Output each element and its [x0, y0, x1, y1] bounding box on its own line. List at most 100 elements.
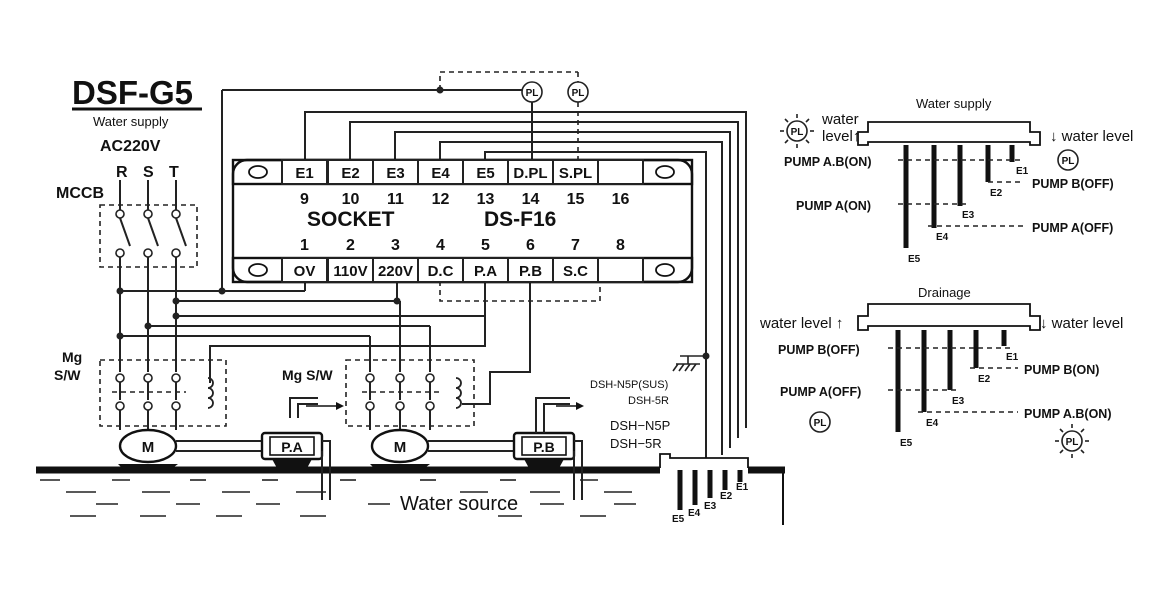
drainage-panel-title: Drainage [918, 285, 971, 300]
mag-switch-2 [345, 359, 475, 427]
pl-lit-icon-drain-label: PL [1066, 437, 1079, 448]
socket-top-number: 14 [522, 191, 540, 208]
pump-b: P.B [512, 431, 576, 470]
socket-top-number: 12 [432, 191, 450, 208]
socket-bottom-label: S.C [563, 263, 588, 280]
holder-sus-label: DSH-N5P(SUS) [590, 379, 668, 391]
socket-bottom-label: P.B [519, 263, 542, 280]
socket-top-number: 11 [387, 191, 404, 208]
socket-bottom-label: 220V [378, 263, 413, 280]
socket-bottom-number: 8 [616, 237, 625, 254]
socket-top-number: 13 [477, 191, 495, 208]
drain-label-b-on: PUMP B(ON) [1024, 363, 1099, 377]
supply-e1: E1 [1016, 166, 1029, 177]
well-e1-label: E1 [736, 482, 749, 493]
socket-bottom-cell [552, 257, 599, 283]
drain-label-a-off: PUMP A(OFF) [780, 385, 861, 399]
phase-r-label: R [116, 164, 128, 181]
supply-label-a-on: PUMP A(ON) [796, 199, 871, 213]
diagram-title: DSF-G5 [72, 74, 193, 111]
socket-bottom-label: OV [294, 263, 316, 280]
socket-bottom-number: 2 [346, 237, 355, 254]
drain-e4: E4 [926, 418, 939, 429]
supply-label: Water supply [93, 114, 169, 129]
socket-top-cell [462, 159, 509, 185]
socket-top-cell [552, 159, 599, 185]
supply-e5: E5 [908, 254, 921, 265]
pl-lamp-d: PL [521, 81, 543, 103]
well-e3-label: E3 [704, 501, 717, 512]
voltage-label: AC220V [100, 138, 161, 155]
socket-top-cell [507, 159, 554, 185]
motor-b-label: M [394, 439, 407, 456]
socket-bottom-cell [462, 257, 509, 283]
motor-b: M [370, 428, 430, 470]
pl-lamp-s: PL [567, 81, 589, 103]
supply-e2: E2 [990, 188, 1003, 199]
drain-e3: E3 [952, 396, 965, 407]
pl-off-icon: PL [1057, 149, 1079, 171]
socket-top-label: D.PL [513, 165, 547, 182]
drain-e5: E5 [900, 438, 913, 449]
water-source-waves [40, 479, 636, 517]
socket-bottom-number: 3 [391, 237, 400, 254]
socket-top-label: S.PL [559, 165, 592, 182]
pl-lamp-s-label: PL [572, 88, 585, 99]
socket-top-cell [281, 159, 328, 185]
mccb-breaker [99, 180, 198, 268]
pump-a: P.A [260, 431, 324, 470]
drain-water-down: ↓ water level [1040, 315, 1123, 332]
socket-title: SOCKET [307, 208, 395, 231]
well-e4-label: E4 [688, 508, 701, 519]
socket-bottom-number: 7 [571, 237, 580, 254]
supply-panel: Water supply E1 E2 E3 E4 E5 water level↑… [780, 96, 1133, 265]
socket-top-label: E5 [476, 165, 494, 182]
drain-label-ab-on: PUMP A.B(ON) [1024, 407, 1112, 421]
pl-off-icon-drain-label: PL [814, 418, 827, 429]
socket-bottom-cell [507, 257, 554, 283]
mgsw2-label: Mg S/W [282, 367, 333, 383]
pl-lit-icon-label: PL [791, 127, 804, 138]
socket-bottom-number: 4 [436, 237, 445, 254]
supply-label-a-off: PUMP A(OFF) [1032, 221, 1113, 235]
socket-top-number: 9 [300, 191, 309, 208]
electrode-holder: E5 E4 E3 E2 E1 [659, 453, 749, 525]
well-e5-label: E5 [672, 514, 685, 525]
supply-e3: E3 [962, 210, 975, 221]
holder-5r-label-b: DSH−5R [610, 436, 662, 451]
supply-e4: E4 [936, 232, 949, 243]
socket-bottom-label: D.C [428, 263, 454, 280]
socket-top-number: 16 [612, 191, 630, 208]
socket-bottom-number: 6 [526, 237, 535, 254]
socket-top-cell [417, 159, 464, 185]
pl-lit-icon-drain: PL [1055, 424, 1089, 458]
socket-bottom-number: 1 [300, 237, 309, 254]
socket-bottom-label: 110V [333, 263, 367, 280]
motor-a: M [118, 428, 178, 470]
pl-off-icon-label: PL [1062, 156, 1075, 167]
socket-top-number: 10 [342, 191, 360, 208]
phase-s-label: S [143, 164, 154, 181]
pl-lamp-d-label: PL [526, 88, 539, 99]
water-source-label: Water source [400, 493, 518, 515]
phase-t-label: T [169, 164, 179, 181]
mccb-label: MCCB [56, 185, 104, 202]
mgsw1-label-mg: Mg [62, 349, 82, 365]
supply-label-ab-on: PUMP A.B(ON) [784, 155, 872, 169]
drain-label-b-off: PUMP B(OFF) [778, 343, 860, 357]
supply-label-b-off: PUMP B(OFF) [1032, 177, 1114, 191]
mgsw1-label-sw: S/W [54, 367, 81, 383]
pump-a-label: P.A [281, 439, 303, 455]
holder-n5p-label: DSH−N5P [610, 418, 670, 433]
socket-top-label: E3 [386, 165, 404, 182]
socket-model: DS-F16 [484, 208, 556, 231]
drain-e2: E2 [978, 374, 991, 385]
socket-top-label: E1 [295, 165, 313, 182]
mag-switch-1 [99, 359, 227, 427]
drainage-panel: Drainage E1 E2 E3 E4 E5 water level ↑ ↓ … [759, 285, 1123, 458]
drain-e1: E1 [1006, 352, 1019, 363]
supply-water-down: ↓ water level [1050, 128, 1133, 145]
supply-panel-title: Water supply [916, 96, 992, 111]
well-e2-label: E2 [720, 491, 733, 502]
socket-top-label: E2 [341, 165, 359, 182]
